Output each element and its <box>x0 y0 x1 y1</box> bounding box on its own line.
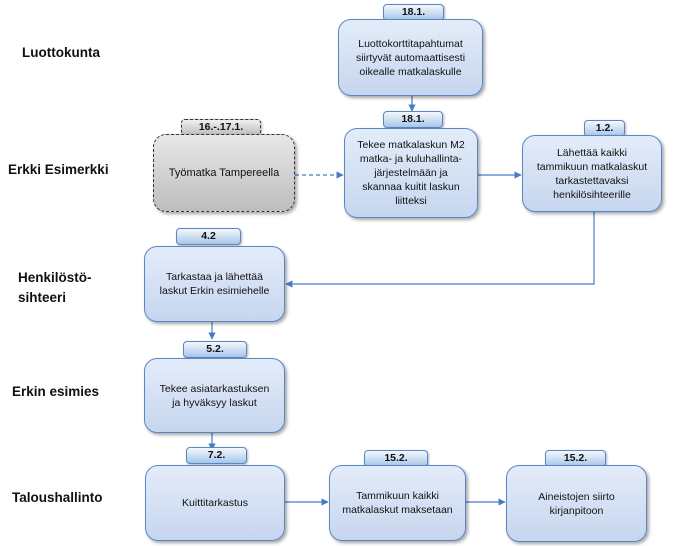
lane-label-esimies: Erkin esimies <box>12 384 100 399</box>
date-tag-check-forward: 4.2 <box>176 228 241 245</box>
step-check-forward: Tarkastaa ja lähettää laskut Erkin esimi… <box>144 246 285 322</box>
lane-label-luottokunta: Luottokunta <box>22 45 100 60</box>
step-send-all: Lähettää kaikki tammikuun matkalaskut ta… <box>522 135 662 212</box>
step-receipt-check: Kuittitarkastus <box>145 465 285 541</box>
lane-label-talous: Taloushallinto <box>12 490 103 505</box>
lane-label-henkilosto-line1: Henkilöstö- <box>18 270 92 285</box>
step-create-claim: Tekee matkalaskun M2 matka- ja kuluhalli… <box>344 128 478 218</box>
arrow-send-to-check <box>285 212 595 288</box>
step-bookkeeping: Aineistojen siirto kirjanpitoon <box>506 465 647 542</box>
step-business-trip: Työmatka Tampereella <box>153 134 295 212</box>
step-approve: Tekee asiatarkastuksen ja hyväksyy lasku… <box>144 358 285 433</box>
date-tag-create-claim: 18.1. <box>383 111 443 128</box>
lane-label-henkilosto: Henkilöstö- sihteeri <box>18 268 92 308</box>
step-pay-all: Tammikuun kaikki matkalaskut maksetaan <box>329 465 466 541</box>
date-tag-approve: 5.2. <box>183 341 247 358</box>
step-card-transactions: Luottokorttitapahtumat siirtyvät automaa… <box>338 19 483 96</box>
lane-label-erkki: Erkki Esimerkki <box>8 162 109 177</box>
date-tag-receipt-check: 7.2. <box>186 447 247 464</box>
lane-label-henkilosto-line2: sihteeri <box>18 290 67 305</box>
